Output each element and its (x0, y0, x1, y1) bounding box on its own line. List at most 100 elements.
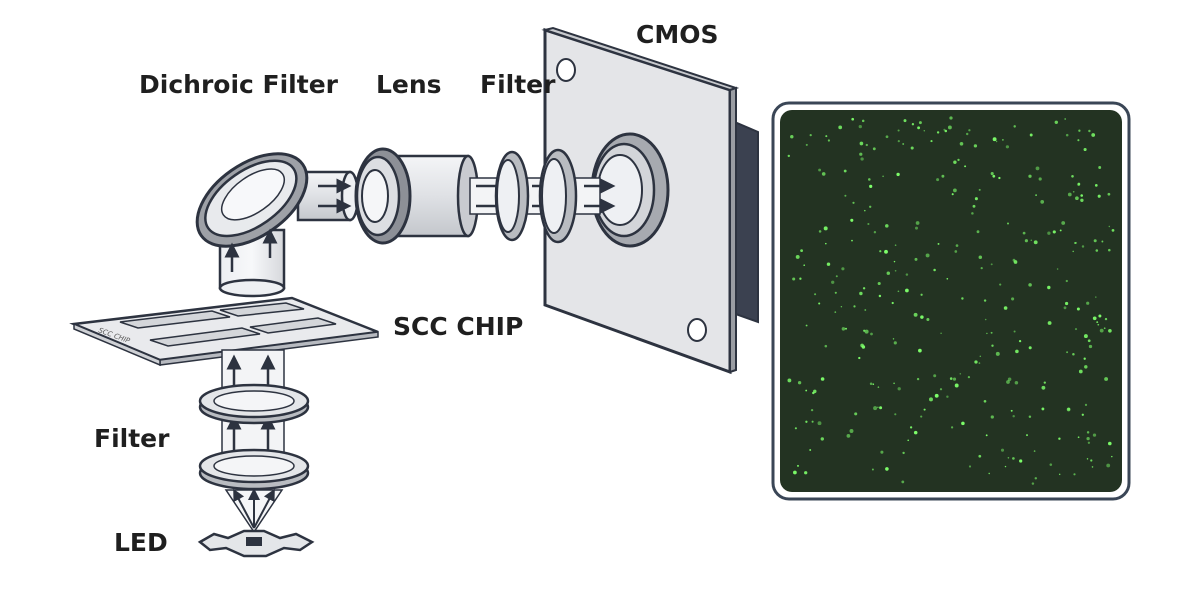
fluorescent-spot (952, 377, 957, 381)
filter-upper-disc (198, 383, 310, 425)
fluorescent-spot (923, 408, 926, 411)
fluorescent-spot (918, 348, 922, 353)
fluorescent-spot (809, 133, 812, 137)
fluorescent-spot (954, 383, 959, 388)
fluorescent-spot (1086, 436, 1090, 441)
fluorescent-spot (861, 119, 865, 123)
fluorescent-spot (1040, 200, 1045, 204)
fluorescent-spot (1071, 175, 1074, 178)
fluorescent-spot (954, 250, 958, 253)
fluorescent-spot (872, 383, 875, 385)
fluorescent-spot (794, 427, 797, 430)
fluorescent-spot (1059, 229, 1062, 232)
fluorescent-spot (1096, 321, 1099, 324)
fluorescent-spot (805, 420, 808, 423)
fluorescent-spot (1029, 133, 1033, 137)
fluorescent-spot (944, 129, 948, 133)
fluorescent-spot (1013, 125, 1016, 128)
fluorescent-spot (1014, 381, 1019, 385)
fluorescent-spot (846, 434, 851, 438)
fluorescent-spot (1000, 448, 1005, 452)
fluorescent-spot (1078, 129, 1081, 132)
label-scc-chip: SCC CHIP (393, 312, 524, 341)
fluorescent-spot (1075, 196, 1079, 201)
fluorescent-spot (893, 382, 895, 385)
fluorescent-spot (1033, 450, 1036, 452)
fluorescent-spot (959, 373, 962, 375)
fluorescent-spot (920, 293, 923, 296)
fluorescent-spot (949, 377, 953, 380)
fluorescent-spot (967, 375, 971, 379)
fluorescent-spot (1077, 182, 1081, 186)
fluorescent-spot (947, 125, 952, 130)
fluorescent-spot (1092, 316, 1097, 321)
fluorescent-spot (834, 291, 837, 294)
fluorescent-spot (877, 406, 879, 409)
fluorescent-spot (915, 226, 918, 230)
fluorescent-spot (934, 393, 939, 398)
fluorescent-spot (804, 471, 808, 475)
fluorescent-spot (1095, 296, 1097, 298)
fluorescent-spot (800, 249, 803, 253)
fluorescent-spot (920, 415, 923, 418)
fluorescent-spot (1065, 279, 1068, 283)
fluorescent-spot (805, 143, 808, 146)
fluorescent-spot (1083, 357, 1086, 360)
fluorescent-spot (818, 302, 821, 305)
fluorescent-spot (915, 221, 920, 225)
fluorescent-spot (879, 406, 883, 410)
fluorescent-spot (929, 397, 933, 402)
fluorescent-spot (961, 297, 964, 300)
fluorescent-spot (1103, 327, 1106, 330)
fluorescent-spot (827, 139, 831, 142)
fluorescent-spot (990, 415, 994, 419)
fluorescent-spot (959, 142, 964, 146)
fluorescent-spot (978, 454, 982, 458)
fluorescent-spot (1108, 328, 1112, 333)
lens (354, 147, 480, 245)
fluorescent-spot (1097, 323, 1100, 326)
fluorescent-spot (949, 116, 953, 120)
fluorescent-spot (1031, 482, 1035, 485)
fluorescent-spot (939, 388, 943, 391)
fluorescent-spot (873, 231, 877, 234)
label-filter-bottom: Filter (94, 424, 170, 453)
fluorescent-spot (1058, 473, 1061, 476)
vertical-light-path (198, 349, 310, 534)
fluorescent-spot (979, 355, 982, 358)
fluorescent-spot (1086, 458, 1089, 460)
fluorescent-spot (805, 324, 808, 327)
fluorescent-spot (892, 338, 895, 340)
fluorescent-spot (1083, 334, 1088, 339)
fluorescent-spot (893, 260, 896, 263)
fluorescent-spot (864, 309, 867, 311)
fluorescent-spot (918, 121, 922, 125)
fluorescent-spot (946, 277, 949, 280)
fluorescent-spot (1091, 133, 1096, 137)
fluorescent-spot (936, 178, 940, 182)
fluorescent-spot (1024, 239, 1028, 243)
fluorescent-spot (869, 382, 873, 385)
fluorescent-spot (793, 470, 797, 475)
fluorescent-spot (1108, 225, 1111, 228)
fluorescent-spot (1087, 441, 1091, 444)
fluorescent-spot (820, 437, 824, 441)
fluorescent-spot (877, 386, 880, 388)
fluorescent-spot (953, 188, 957, 193)
fluorescent-spot (978, 362, 981, 364)
fluorescent-spot (882, 175, 884, 178)
fluorescent-spot (1097, 194, 1101, 198)
fluorescent-spot (845, 327, 847, 330)
fluorescent-spot (1080, 194, 1083, 197)
scc-chip: SCC CHIP (69, 296, 379, 367)
label-filter-top: Filter (480, 70, 556, 99)
fluorescent-spot (1011, 297, 1015, 301)
fluorescent-spot (1088, 129, 1091, 133)
fluorescent-spot (897, 290, 900, 293)
fluorescent-spot (1087, 339, 1091, 343)
fluorescent-spot (1047, 285, 1051, 290)
fluorescent-spot (974, 360, 978, 364)
fluorescent-spot (868, 178, 871, 181)
fluorescent-spot (865, 143, 868, 147)
horizontal-light-path (296, 147, 616, 245)
